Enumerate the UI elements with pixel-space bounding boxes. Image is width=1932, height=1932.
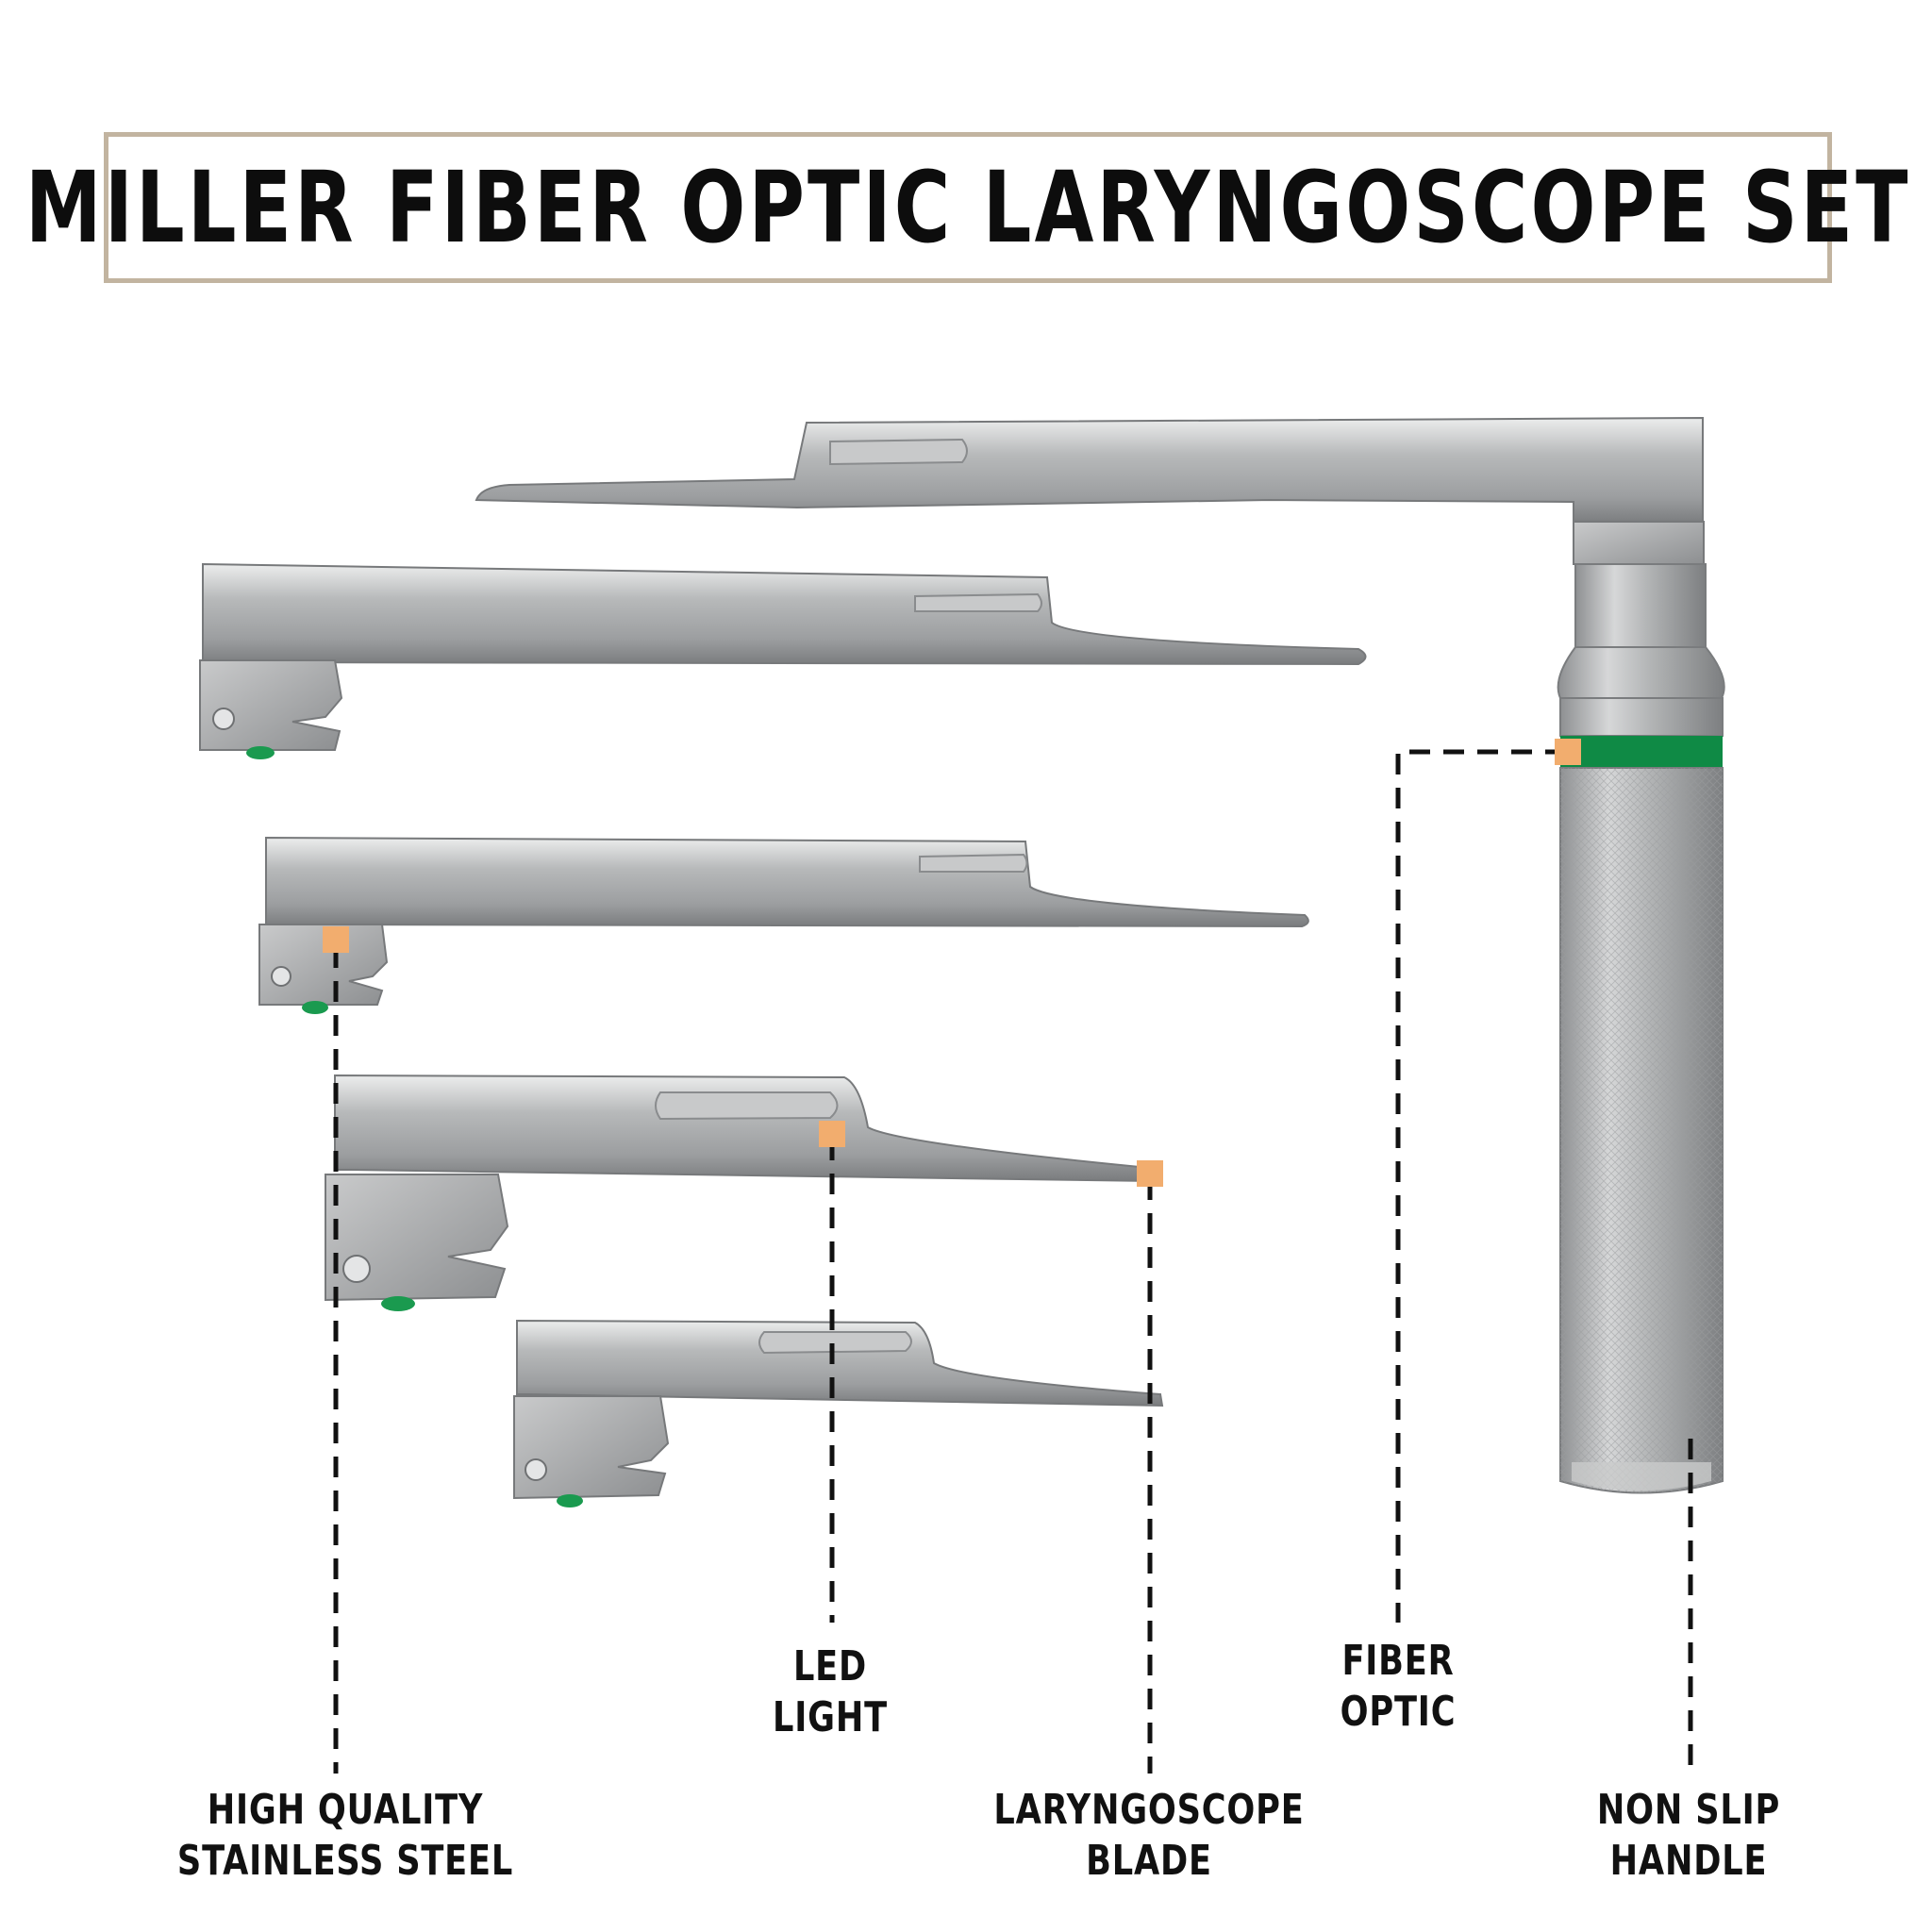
callout-line: NON SLIP [1596,1786,1781,1834]
callout-line: BLADE [1086,1837,1212,1885]
steel-marker [323,926,349,953]
callout-line: LIGHT [773,1693,888,1741]
callout-line: FIBER [1341,1637,1455,1685]
miller-blade-size-1 [325,1074,1155,1311]
callout-line: HIGH QUALITY [207,1786,484,1834]
callout-laryngoscope-blade: LARYNGOSCOPE BLADE [932,1785,1366,1887]
callout-non-slip-handle: NON SLIP HANDLE [1472,1785,1906,1887]
miller-blade-size-0 [513,1319,1164,1507]
callout-line: STAINLESS STEEL [176,1837,514,1885]
miller-blade-size-4 [475,416,1705,565]
callout-line: HANDLE [1609,1837,1768,1885]
callout-stainless-steel: HIGH QUALITY STAINLESS STEEL [128,1785,562,1887]
led-marker [819,1121,845,1147]
fiber-leader-line [1395,749,1566,1623]
knurled-handle [1557,563,1725,1494]
miller-blade-size-2 [258,836,1309,1014]
callout-led-light: LED LIGHT [613,1641,1047,1743]
page-title: MILLER FIBER OPTIC LARYNGOSCOPE SET [25,150,1911,265]
callout-line: LARYNGOSCOPE [993,1786,1305,1834]
blade-marker [1137,1160,1163,1187]
fiber-marker [1555,739,1581,765]
title-frame: MILLER FIBER OPTIC LARYNGOSCOPE SET [25,132,1907,283]
callout-line: OPTIC [1340,1688,1457,1736]
callout-fiber-optic: FIBER OPTIC [1181,1636,1615,1738]
miller-blade-size-3 [199,562,1367,759]
callout-line: LED [792,1642,868,1690]
